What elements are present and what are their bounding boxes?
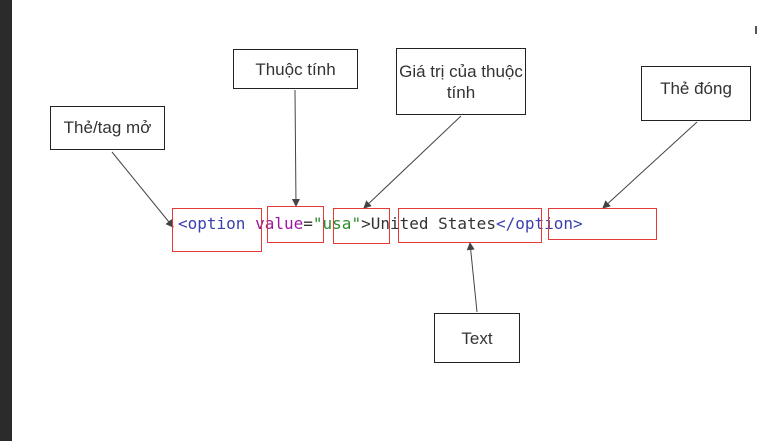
highlight-close-tag <box>548 208 657 240</box>
label-attribute: Thuộc tính <box>233 49 358 89</box>
left-edge-bar <box>0 0 12 441</box>
code-equals: = <box>303 214 313 233</box>
corner-tick-mark <box>755 26 757 34</box>
code-close-gt: > <box>573 214 583 233</box>
highlight-attribute-value <box>333 208 390 244</box>
arrow-open-tag <box>111 151 174 228</box>
code-text-content: United States <box>370 214 496 233</box>
label-close-tag: Thẻ đóng <box>641 66 751 121</box>
arrow-attribute <box>291 89 300 207</box>
code-close-tag: /option <box>505 214 574 233</box>
arrow-close-tag <box>602 121 698 209</box>
arrow-text <box>466 242 478 313</box>
code-close-lt: < <box>495 214 506 233</box>
highlight-attribute <box>267 206 324 243</box>
code-open-gt: > <box>361 214 371 233</box>
label-attribute-value: Giá trị của thuộc tính <box>396 48 526 115</box>
label-open-tag: Thẻ/tag mở <box>50 106 165 150</box>
code-tag-name: option <box>187 214 246 233</box>
arrow-attribute-value <box>363 115 462 209</box>
label-text: Text <box>434 313 520 363</box>
code-quote-open: " <box>312 214 323 233</box>
highlight-text <box>398 208 542 243</box>
code-attr-value: usa <box>322 214 352 233</box>
code-quote-close: " <box>351 214 362 233</box>
code-open-lt: < <box>178 214 188 233</box>
highlight-open-tag <box>172 208 262 252</box>
